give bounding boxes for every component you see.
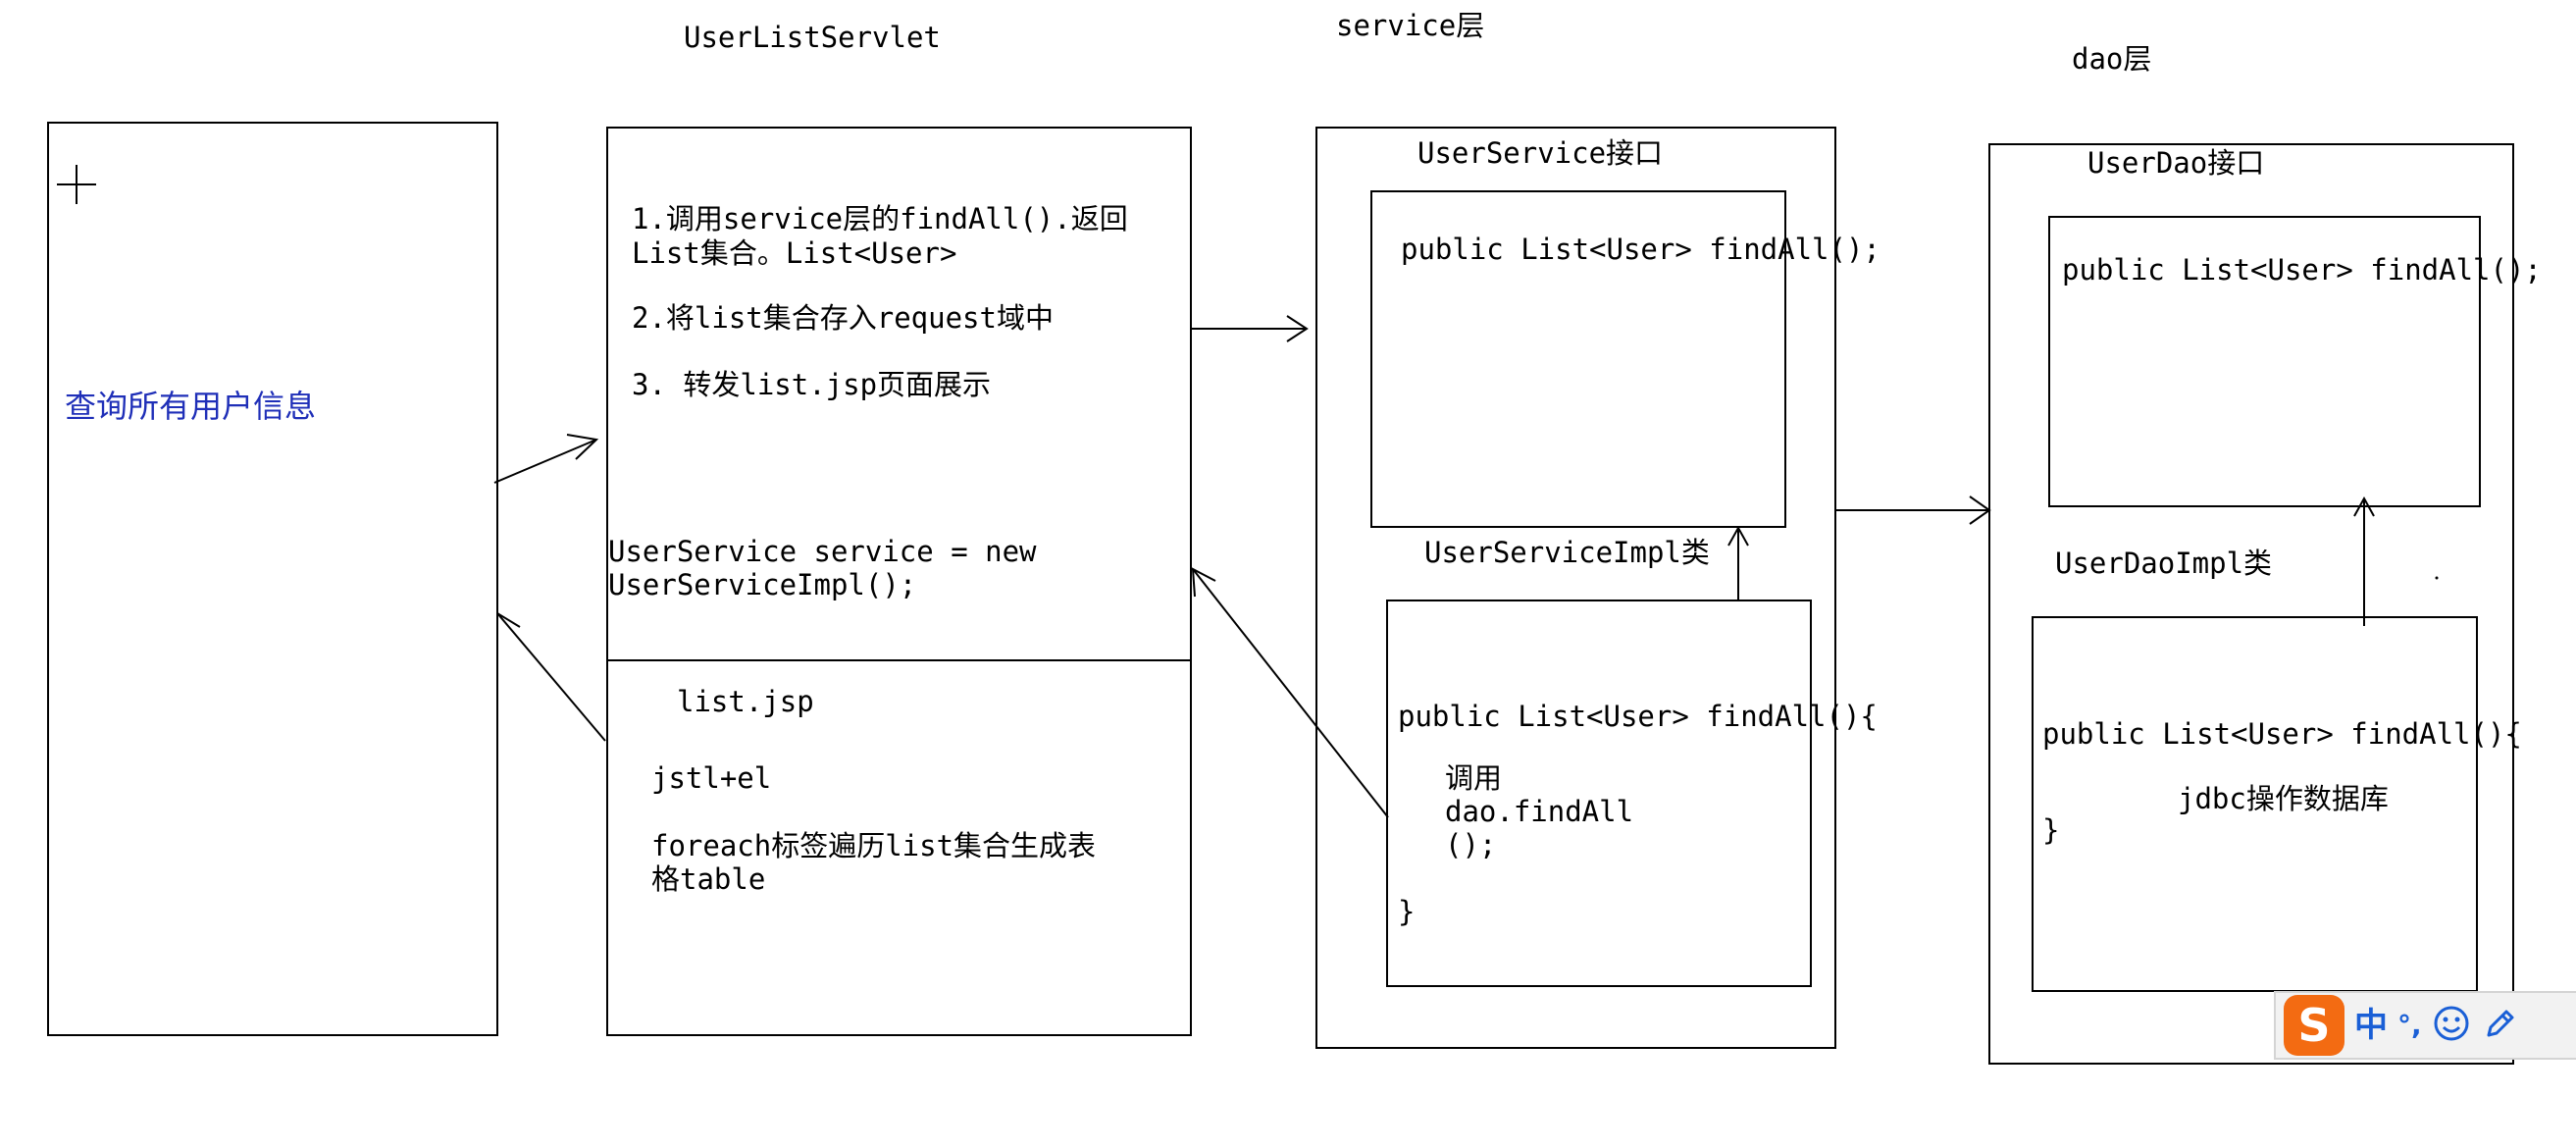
service-impl-body-1: 调用 xyxy=(1445,761,1503,795)
service-impl-box xyxy=(1386,600,1812,987)
service-layer-box xyxy=(1315,127,1836,1049)
jsp-desc-line2: 格table xyxy=(651,862,766,896)
service-interface-title: UserService接口 xyxy=(1417,136,1664,170)
servlet-box xyxy=(606,127,1192,1036)
dao-impl-title: UserDaoImpl类 xyxy=(2055,547,2273,580)
jsp-desc-line1: foreach标签遍历list集合生成表 xyxy=(651,829,1097,862)
dao-impl-close: } xyxy=(2042,813,2060,847)
service-impl-close: } xyxy=(1398,895,1416,928)
ime-punctuation-toggle[interactable]: °, xyxy=(2397,1009,2422,1041)
service-impl-title: UserServiceImpl类 xyxy=(1424,536,1710,569)
servlet-init-line2: UserServiceImpl(); xyxy=(608,568,917,601)
dao-interface-title: UserDao接口 xyxy=(2087,146,2265,180)
servlet-step1-line1: 1.调用service层的findAll().返回 xyxy=(632,202,1128,235)
arrow-jsp-to-client xyxy=(496,612,606,742)
arrow-servlet-to-service-head xyxy=(1286,315,1309,342)
servlet-init-line1: UserService service = new xyxy=(608,535,1037,568)
service-interface-method: public List<User> findAll(); xyxy=(1401,233,1880,266)
dao-layer-label: dao层 xyxy=(2072,42,2152,76)
servlet-layer-label: UserListServlet xyxy=(684,21,941,54)
dao-impl-box xyxy=(2032,616,2478,992)
client-box xyxy=(47,122,498,1036)
dao-interface-method: public List<User> findAll(); xyxy=(2062,253,2542,287)
servlet-step1-line2: List集合。List<User> xyxy=(632,236,957,270)
service-impl-method: public List<User> findAll(){ xyxy=(1398,700,1878,733)
jsp-title: list.jsp xyxy=(677,685,814,718)
arrow-service-to-servlet-head xyxy=(1191,567,1216,598)
client-query-text: 查询所有用户信息 xyxy=(65,388,317,425)
smiley-icon[interactable] xyxy=(2432,1004,2471,1047)
arrow-jsp-to-client-head xyxy=(496,611,521,641)
dao-interface-box xyxy=(2048,216,2481,507)
servlet-step2: 2.将list集合存入request域中 xyxy=(632,301,1054,335)
service-impl-body-3: (); xyxy=(1445,828,1497,861)
arrow-client-to-servlet-head xyxy=(566,434,599,460)
pen-icon[interactable] xyxy=(2481,1004,2520,1047)
jsp-tech: jstl+el xyxy=(651,761,772,795)
service-interface-box xyxy=(1370,190,1786,528)
servlet-jsp-divider xyxy=(606,659,1192,661)
ime-toolbar[interactable]: S 中 °, xyxy=(2274,991,2576,1060)
servlet-step3: 3. 转发list.jsp页面展示 xyxy=(632,368,992,401)
sogou-logo-icon[interactable]: S xyxy=(2284,995,2344,1056)
ime-language-toggle[interactable]: 中 xyxy=(2354,1006,2388,1045)
service-impl-body-2: dao.findAll xyxy=(1445,795,1634,828)
dao-layer-box xyxy=(1988,143,2514,1065)
arrow-client-to-servlet xyxy=(493,439,597,484)
arrow-service-to-dao-head xyxy=(1969,496,1991,525)
service-layer-label: service层 xyxy=(1336,9,1485,42)
dao-impl-method: public List<User> findAll(){ xyxy=(2042,717,2522,751)
dao-impl-body: jdbc操作数据库 xyxy=(2178,782,2389,815)
